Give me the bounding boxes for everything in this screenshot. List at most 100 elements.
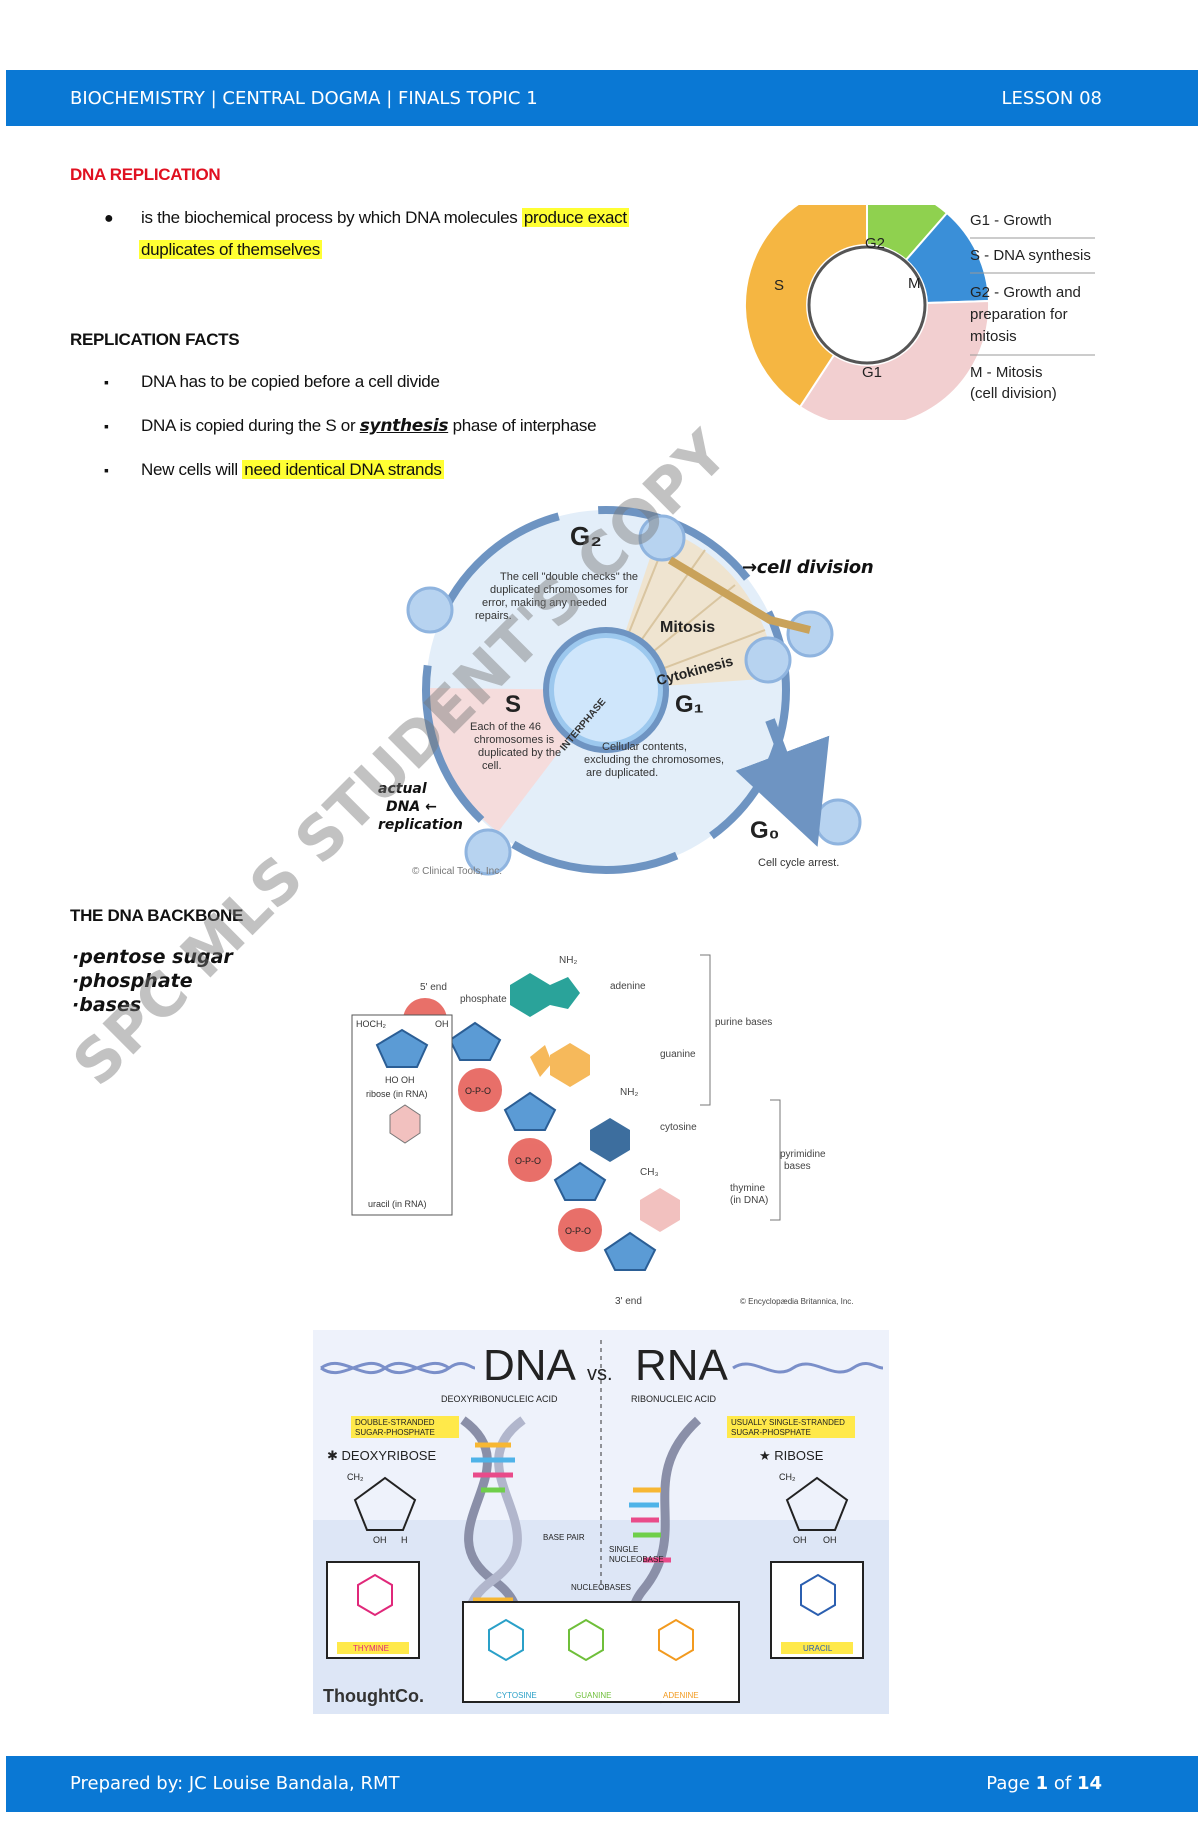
purine-label: purine bases [715, 1017, 772, 1028]
handwritten-cell-division: →cell division [742, 557, 874, 578]
g1-desc-1: Cellular contents, [602, 741, 687, 753]
g2-desc-3: error, making any needed [482, 597, 607, 609]
dna-h: H [401, 1535, 408, 1545]
adenine-label: adenine [610, 981, 646, 992]
replication-definition: is the biochemical process by which DNA … [141, 208, 629, 228]
thymine-label: THYMINE [353, 1644, 389, 1653]
pyrimidine-label-2: bases [784, 1161, 811, 1172]
rna-full-name: RIBONUCLEIC ACID [631, 1394, 717, 1404]
legend-g1: G1 - Growth [970, 212, 1052, 229]
rna-strand-2: SUGAR-PHOSPHATE [731, 1428, 811, 1437]
rna-title: RNA [635, 1341, 729, 1390]
guanine-label: guanine [660, 1049, 696, 1060]
handwritten-synthesis: synthesis [359, 416, 449, 436]
cytosine-label: CYTOSINE [496, 1691, 537, 1700]
g2-desc-2: duplicated chromosomes for [490, 584, 629, 596]
note-line: replication [378, 817, 463, 833]
section-title-replication-facts: REPLICATION FACTS [70, 330, 240, 349]
bullet-square: ▪ [104, 374, 109, 390]
current-page: 1 [1035, 1773, 1049, 1794]
ribose-oh: OH [435, 1019, 449, 1029]
base-pair-label: BASE PAIR [543, 1533, 585, 1542]
g2-desc-1: The cell "double checks" the [500, 571, 638, 583]
s-title: S [505, 691, 521, 718]
footer-page-number: Page 1 of 14 [986, 1773, 1102, 1794]
five-end-label: 5' end [420, 982, 447, 993]
note-phosphate: ·phosphate [72, 970, 193, 992]
rna-ch2: CH₂ [779, 1472, 796, 1482]
fact-2-text: DNA is copied during the S or [141, 416, 360, 435]
nh2-adenine: NH₂ [559, 955, 577, 966]
section-title-dna-backbone: THE DNA BACKBONE [70, 906, 244, 925]
cell-cycle-detailed-diagram: INTERPHASE G₂ The cell "double checks" t… [406, 506, 862, 877]
pyrimidine-label: pyrimidine [780, 1149, 826, 1160]
footer-author: Prepared by: JC Louise Bandala, RMT [70, 1773, 400, 1794]
thoughtco-logo: ThoughtCo. [323, 1686, 424, 1706]
dna-title: DNA [483, 1341, 577, 1390]
ch3-thymine: CH₃ [640, 1167, 659, 1178]
g1-segment [798, 299, 991, 420]
page-header: BIOCHEMISTRY | CENTRAL DOGMA | FINALS TO… [6, 70, 1198, 126]
bullet-dot: ● [104, 210, 114, 227]
s-desc-1: Each of the 46 [470, 721, 541, 733]
thymine-sub-label: (in DNA) [730, 1195, 768, 1206]
g1-desc-3: are duplicated. [586, 767, 658, 779]
legend-g2: G2 - Growth and [970, 284, 1081, 301]
page-of: of [1048, 1773, 1077, 1794]
nucleobases-label: NUCLEOBASES [571, 1583, 631, 1592]
three-end-label: 3' end [615, 1296, 642, 1307]
single-nucleobase-2: NUCLEOBASE [609, 1555, 664, 1564]
single-nucleobase-1: SINGLE [609, 1545, 638, 1554]
cytosine-label: cytosine [660, 1122, 697, 1133]
s-desc-2: chromosomes is [474, 734, 555, 746]
fact-3-highlight: need identical DNA strands [242, 460, 444, 479]
g2-label: G2 [865, 235, 885, 252]
note-pentose-sugar: ·pentose sugar [72, 946, 233, 968]
dna-full-name: DEOXYRIBONUCLEIC ACID [441, 1394, 558, 1404]
svg-text:O-P-O: O-P-O [515, 1156, 541, 1166]
s-label: S [774, 277, 784, 294]
ribose-label: ★ RIBOSE [759, 1448, 824, 1463]
s-desc-4: cell. [482, 760, 502, 772]
phosphate-label: phosphate [460, 994, 507, 1005]
fact-2: DNA is copied during the S or synthesis … [141, 416, 597, 436]
mitosis-title: Mitosis [660, 619, 715, 636]
thymine-label: thymine [730, 1183, 765, 1194]
dna-ch2: CH₂ [347, 1472, 364, 1482]
clinical-tools-credit: © Clinical Tools, Inc. [412, 866, 502, 877]
definition-highlight: produce exact [521, 208, 629, 227]
legend-m: M - Mitosis [970, 364, 1043, 381]
handwritten-actual-replication: actual DNA ← replication [378, 780, 463, 834]
cell-cycle-diagram: G2 S M G1 G1 - Growth S - DNA synthesis … [743, 205, 1095, 420]
rna-oh-1: OH [793, 1535, 807, 1545]
svg-text:O-P-O: O-P-O [465, 1086, 491, 1096]
g2-desc-4: repairs. [475, 610, 512, 622]
britannica-credit: © Encyclopædia Britannica, Inc. [740, 1297, 854, 1306]
g0-title: G₀ [750, 817, 779, 844]
arrow-left-icon: ← [425, 799, 437, 815]
g1-desc-2: excluding the chromosomes, [584, 754, 724, 766]
handwritten-backbone-notes: ·pentose sugar ·phosphate ·bases [72, 945, 233, 1017]
s-segment [743, 205, 868, 409]
definition-text: is the biochemical process by which DNA … [141, 208, 522, 227]
fact-2-text-end: phase of interphase [448, 416, 597, 435]
g1-label: G1 [862, 364, 882, 381]
guanine-label: GUANINE [575, 1691, 611, 1700]
total-pages: 14 [1076, 1773, 1102, 1794]
ribose-ho-oh: HO OH [385, 1075, 415, 1085]
replication-definition-line2: duplicates of themselves [139, 240, 322, 260]
legend-g2-line2: preparation for [970, 306, 1068, 323]
legend-m-line2: (cell division) [970, 385, 1057, 402]
header-lesson: LESSON 08 [1001, 88, 1102, 109]
rna-oh-2: OH [823, 1535, 837, 1545]
section-title-dna-replication: DNA REPLICATION [70, 165, 221, 184]
dna-strand-1: DOUBLE-STRANDED [355, 1418, 435, 1427]
page-prefix: Page [986, 1773, 1036, 1794]
adenine-label: ADENINE [663, 1691, 699, 1700]
dna-vs-rna-infographic: DNA vs. RNA DEOXYRIBONUCLEIC ACID RIBONU… [313, 1330, 889, 1714]
definition-highlight-2: duplicates of themselves [139, 240, 322, 259]
svg-text:O-P-O: O-P-O [565, 1226, 591, 1236]
m-label: M [908, 275, 921, 292]
dna-oh: OH [373, 1535, 387, 1545]
g0-desc: Cell cycle arrest. [758, 857, 839, 869]
